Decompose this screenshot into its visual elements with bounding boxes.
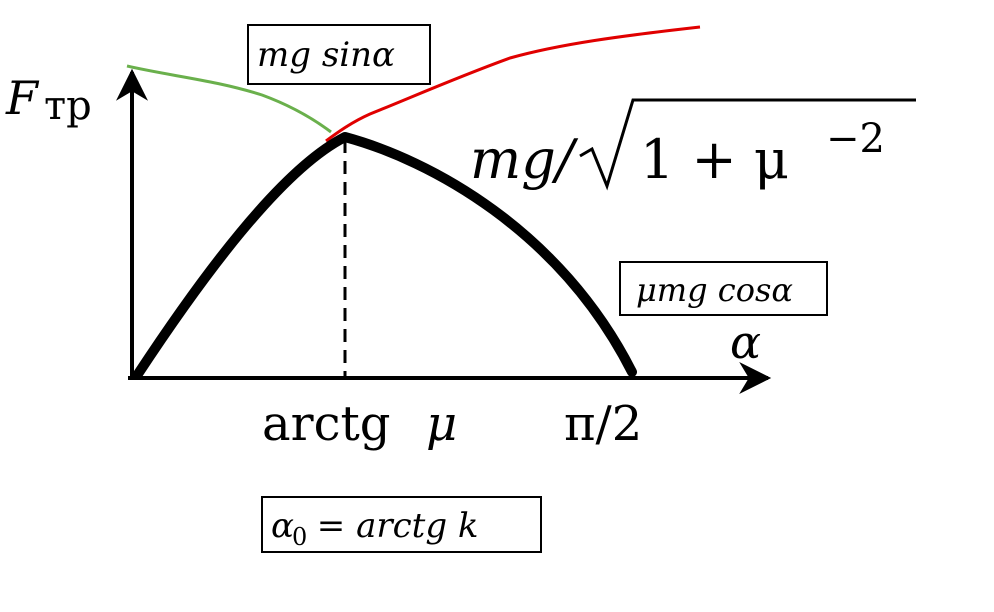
alpha0-box-frame [261, 496, 542, 553]
formula-radicand: 1 + μ [640, 128, 789, 191]
sin-curve [126, 64, 332, 134]
formula-prefix: mg/ [470, 128, 579, 191]
sin-box-frame [247, 24, 431, 85]
arctg-tick-symbol: μ [426, 396, 457, 452]
cos-box-frame [619, 261, 828, 316]
y-axis-label: F [5, 71, 40, 125]
radical-sign [579, 98, 916, 191]
friction-curve [133, 132, 637, 379]
y-axis-label-subscript: тр [44, 83, 92, 129]
sin-box-text: mg sinα [257, 35, 395, 75]
x-axis-label: α [730, 315, 761, 369]
arctg-tick-word: arctg [262, 396, 390, 452]
limit-curve [325, 25, 701, 143]
alpha0-symbol: α [271, 506, 294, 546]
alpha0-rest: = arctg k [306, 506, 479, 546]
formula-exponent: −2 [826, 116, 885, 162]
half-pi-tick: π/2 [564, 396, 642, 452]
alpha0-subscript: 0 [292, 523, 307, 551]
cos-box-text: μmg cosα [636, 271, 793, 309]
